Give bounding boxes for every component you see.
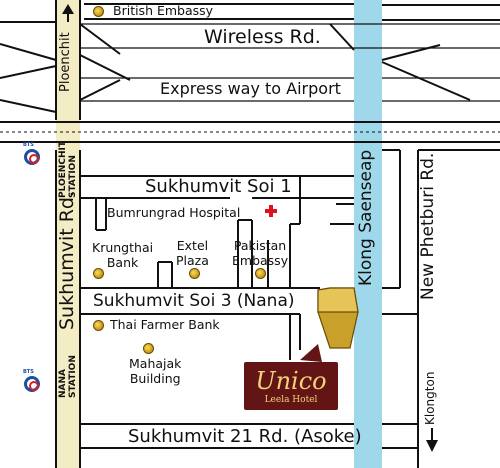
poi-mahajak-line-2: Building — [129, 371, 181, 386]
poi-thai-farmer-bank: Thai Farmer Bank — [110, 317, 220, 332]
poi-pakistan-line-2: Embassy — [232, 253, 289, 268]
red-cross-icon — [265, 205, 277, 217]
nana-station-label: NANA STATION — [58, 355, 78, 398]
road-label-expressway: Express way to Airport — [160, 79, 341, 98]
bts-logo-icon: BTS — [22, 369, 44, 400]
ploenchit-station-line-1: PLOENCHIT — [58, 141, 68, 198]
road-label-ploenchit: Ploenchit — [58, 32, 73, 92]
poi-extel-line-2: Plaza — [176, 253, 209, 268]
hotel-name: Unico — [255, 367, 327, 395]
bts-logo-text: BTS — [23, 369, 34, 375]
hotel-subtitle: Leela Hotel — [264, 395, 318, 405]
bts-logo-icon: BTS — [22, 142, 44, 173]
road-label-sukhumvit: Sukhumvit Rd. — [56, 190, 78, 330]
poi-pakistan-line-1: Pakistan — [233, 238, 287, 253]
poi-krungthai-line-2: Bank — [106, 255, 139, 270]
gold-dot-icon — [189, 268, 200, 279]
ploenchit-station-label: PLOENCHIT STATION — [58, 141, 78, 198]
poi-pakistan-embassy: Pakistan Embassy — [232, 238, 288, 268]
poi-extel-plaza: Extel Plaza — [176, 238, 209, 268]
gold-dot-icon — [93, 268, 104, 279]
gold-dot-icon — [93, 6, 104, 17]
road-label-new-phetburi: New Phetburi Rd. — [418, 152, 438, 300]
canal-label-klong-saenseap: Klong Saenseap — [356, 149, 376, 286]
poi-krungthai-bank: Krungthai Bank — [92, 240, 153, 270]
ploenchit-station-line-2: STATION — [68, 155, 78, 198]
poi-british-embassy: British Embassy — [113, 3, 214, 18]
road-label-soi1: Sukhumvit Soi 1 — [145, 176, 292, 197]
canal — [354, 0, 382, 468]
gold-dot-icon — [255, 268, 266, 279]
gold-dot-icon — [93, 320, 104, 331]
poi-bumrungrad-hospital: Bumrungrad Hospital — [107, 205, 241, 220]
nana-station-line-2: STATION — [68, 355, 78, 398]
hotel-pointer — [300, 344, 322, 362]
gold-building-icon — [317, 287, 359, 349]
poi-extel-line-1: Extel — [176, 238, 209, 253]
poi-mahajak-line-1: Mahajak — [129, 356, 182, 371]
road-label-sukhumvit21: Sukhumvit 21 Rd. (Asoke) — [128, 426, 362, 447]
road-label-soi3: Sukhumvit Soi 3 (Nana) — [93, 291, 295, 311]
poi-krungthai-line-1: Krungthai — [92, 240, 154, 255]
arrow-up-icon — [62, 4, 74, 22]
road-label-wireless: Wireless Rd. — [204, 26, 321, 48]
nana-station-line-1: NANA — [58, 369, 68, 398]
arrow-down-icon — [426, 428, 438, 452]
bts-logo-text: BTS — [23, 142, 34, 148]
poi-mahajak-building: Mahajak Building — [129, 356, 181, 386]
gold-dot-icon — [143, 343, 154, 354]
road-label-klongton: Klongton — [423, 371, 437, 425]
hotel-card[interactable]: Unico Leela Hotel — [244, 362, 338, 410]
sukhumvit-road-fill — [56, 0, 80, 468]
